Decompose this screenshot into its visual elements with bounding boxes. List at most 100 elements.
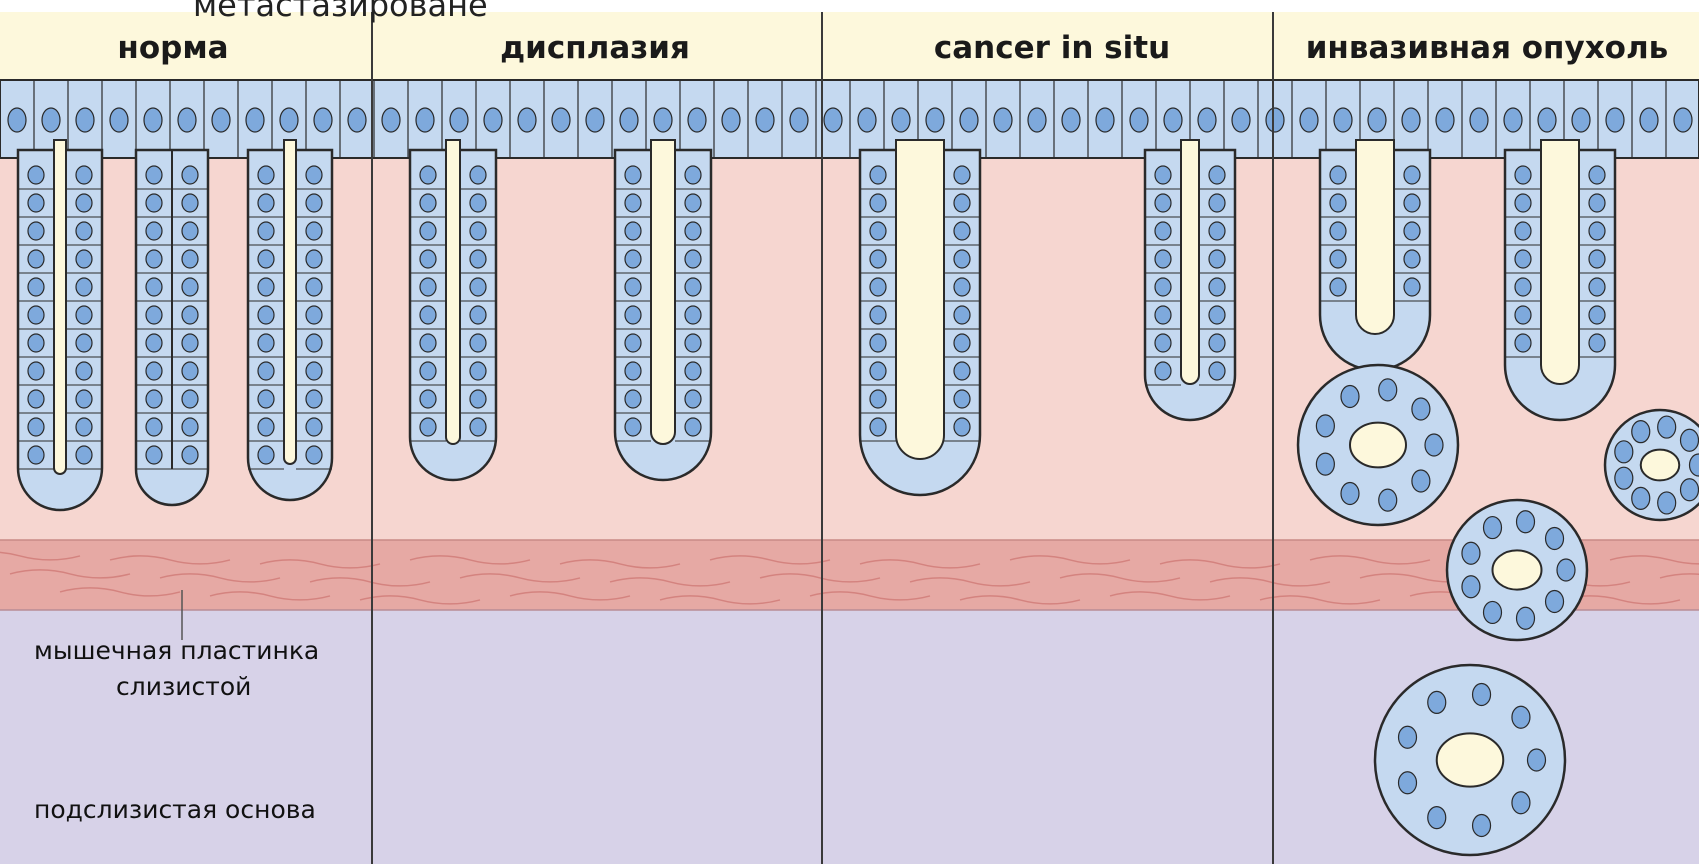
nucleus xyxy=(1515,166,1531,184)
nucleus xyxy=(1209,334,1225,352)
nucleus xyxy=(470,334,486,352)
nucleus xyxy=(1589,334,1605,352)
nucleus xyxy=(420,418,436,436)
nucleus xyxy=(685,390,701,408)
nucleus xyxy=(1334,108,1352,132)
nucleus xyxy=(688,108,706,132)
nucleus xyxy=(926,108,944,132)
nucleus xyxy=(76,390,92,408)
nucleus xyxy=(1155,222,1171,240)
nucleus xyxy=(470,418,486,436)
nucleus xyxy=(625,334,641,352)
nucleus xyxy=(182,390,198,408)
nucleus xyxy=(146,194,162,212)
nucleus xyxy=(28,194,44,212)
nucleus xyxy=(258,166,274,184)
nucleus xyxy=(625,250,641,268)
nucleus xyxy=(1515,306,1531,324)
nucleus xyxy=(1572,108,1590,132)
nucleus xyxy=(246,108,264,132)
nucleus xyxy=(954,278,970,296)
nucleus xyxy=(306,362,322,380)
submucosa-label: подслизистая основа xyxy=(34,795,316,824)
nucleus xyxy=(110,108,128,132)
nucleus xyxy=(625,306,641,324)
nucleus xyxy=(954,250,970,268)
nucleus xyxy=(258,306,274,324)
nucleus xyxy=(258,250,274,268)
nucleus xyxy=(76,166,92,184)
nucleus xyxy=(625,194,641,212)
nucleus xyxy=(954,194,970,212)
nucleus xyxy=(1680,429,1698,451)
nucleus xyxy=(1674,108,1692,132)
nucleus xyxy=(258,446,274,464)
overlay-title: метастазироване xyxy=(193,0,488,24)
nucleus xyxy=(954,390,970,408)
nucleus xyxy=(420,166,436,184)
nucleus xyxy=(1425,434,1443,456)
nucleus xyxy=(1300,108,1318,132)
nucleus xyxy=(76,194,92,212)
nucleus xyxy=(1379,489,1397,511)
nucleus xyxy=(1379,379,1397,401)
nucleus xyxy=(1538,108,1556,132)
nucleus xyxy=(76,278,92,296)
nucleus xyxy=(1528,749,1546,771)
nucleus xyxy=(1484,601,1502,623)
crypt-lumen xyxy=(896,140,944,459)
nucleus xyxy=(1404,250,1420,268)
nucleus xyxy=(1658,492,1676,514)
nucleus xyxy=(870,306,886,324)
nucleus xyxy=(1209,362,1225,380)
cluster-lumen xyxy=(1350,423,1406,468)
nucleus xyxy=(146,362,162,380)
crypt-lumen xyxy=(54,140,66,474)
nucleus xyxy=(76,362,92,380)
nucleus xyxy=(420,194,436,212)
nucleus xyxy=(306,166,322,184)
nucleus xyxy=(625,222,641,240)
nucleus xyxy=(1517,511,1535,533)
nucleus xyxy=(824,108,842,132)
crypt-lumen xyxy=(1356,140,1394,334)
tumor-cluster xyxy=(1375,665,1565,855)
nucleus xyxy=(1316,453,1334,475)
crypt-lumen xyxy=(446,140,460,444)
nucleus xyxy=(954,334,970,352)
nucleus xyxy=(625,278,641,296)
crypt xyxy=(1145,140,1235,420)
nucleus xyxy=(1341,482,1359,504)
nucleus xyxy=(1404,278,1420,296)
crypt-lumen xyxy=(1181,140,1199,384)
nucleus xyxy=(1209,194,1225,212)
nucleus xyxy=(1589,194,1605,212)
nucleus xyxy=(306,222,322,240)
nucleus xyxy=(470,250,486,268)
nucleus xyxy=(1330,194,1346,212)
nucleus xyxy=(212,108,230,132)
nucleus xyxy=(28,222,44,240)
cluster-lumen xyxy=(1437,733,1504,786)
nucleus xyxy=(28,446,44,464)
nucleus xyxy=(1062,108,1080,132)
stage-label-invasive-tumor: инвазивная опухоль xyxy=(1306,30,1669,66)
nucleus xyxy=(685,166,701,184)
nucleus xyxy=(470,166,486,184)
nucleus xyxy=(1155,306,1171,324)
nucleus xyxy=(76,222,92,240)
nucleus xyxy=(1515,278,1531,296)
nucleus xyxy=(416,108,434,132)
nucleus xyxy=(954,222,970,240)
nucleus xyxy=(1680,479,1698,501)
nucleus xyxy=(625,362,641,380)
nucleus xyxy=(1632,487,1650,509)
nucleus xyxy=(182,334,198,352)
nucleus xyxy=(685,222,701,240)
nucleus xyxy=(685,362,701,380)
nucleus xyxy=(1515,222,1531,240)
nucleus xyxy=(306,446,322,464)
crypt xyxy=(18,140,102,510)
nucleus xyxy=(1404,194,1420,212)
